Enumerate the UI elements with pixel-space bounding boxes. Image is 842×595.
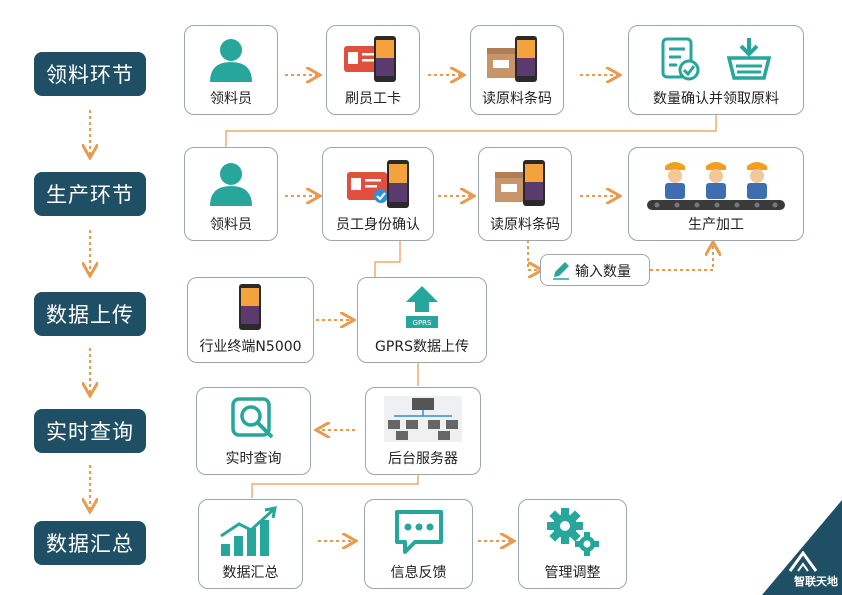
- brand-logo-icon: [788, 551, 818, 572]
- node-label: 领料员: [210, 91, 252, 107]
- flow-arrow: [527, 240, 540, 270]
- phone-icon: [239, 284, 261, 330]
- assembly-line-icon: [647, 162, 785, 210]
- node-label: 员工身份确认: [336, 217, 420, 233]
- link-line: [251, 474, 419, 498]
- node-label: 读原料条码: [490, 217, 560, 233]
- node-label: 刷员工卡: [345, 91, 401, 107]
- node-r2-worker: 领料员: [184, 147, 278, 241]
- flow-arrow: [650, 244, 713, 271]
- node-r2-input: 输入数量: [540, 254, 650, 286]
- node-label: 领料员: [210, 217, 252, 233]
- person-icon: [210, 39, 252, 82]
- stage-production: 生产环节: [34, 172, 146, 216]
- id-verify-icon: [347, 160, 409, 208]
- stage-upload: 数据上传: [34, 292, 146, 336]
- node-label: 行业终端N5000: [199, 339, 302, 355]
- node-r1-card: 刷员工卡: [326, 25, 420, 115]
- node-r5-adjust: 管理调整: [518, 499, 627, 589]
- node-r3-gprs: GPRS GPRS数据上传: [357, 277, 487, 363]
- brand-name: 智联天地: [794, 575, 838, 588]
- chat-bubble-icon: [395, 510, 443, 554]
- node-label: 后台服务器: [388, 451, 458, 467]
- node-r3-terminal: 行业终端N5000: [187, 277, 314, 363]
- node-label: GPRS数据上传: [375, 339, 469, 355]
- gprs-tag: GPRS: [413, 319, 433, 327]
- node-label: 读原料条码: [482, 91, 552, 107]
- search-screen-icon: [231, 397, 274, 439]
- checklist-icon: [661, 37, 700, 81]
- worker-figure: [665, 162, 685, 199]
- bar-chart-icon: [220, 506, 277, 556]
- link-line: [225, 114, 717, 148]
- pencil-icon: [553, 262, 569, 280]
- stage-query: 实时查询: [34, 409, 146, 453]
- upload-icon: GPRS: [406, 286, 438, 328]
- node-r4-server: 后台服务器: [365, 387, 481, 475]
- stage-summary: 数据汇总: [34, 521, 146, 565]
- node-r5-feedback: 信息反馈: [364, 499, 473, 589]
- node-label: 信息反馈: [390, 565, 447, 581]
- node-label: 管理调整: [544, 565, 601, 581]
- node-label: 实时查询: [225, 451, 282, 467]
- id-card-phone-icon: [344, 36, 396, 82]
- server-network-icon: [384, 396, 462, 442]
- node-label: 数据汇总: [222, 565, 279, 581]
- brand-corner: [762, 500, 842, 595]
- node-r2-scan: 读原料条码: [478, 147, 572, 241]
- node-r1-worker: 领料员: [184, 25, 278, 115]
- stage-collect: 领料环节: [34, 52, 146, 96]
- person-icon: [210, 163, 252, 206]
- node-label: 输入数量: [575, 264, 631, 280]
- box-scan-icon: [495, 160, 545, 206]
- node-r1-confirm: 数量确认并领取原料: [628, 25, 804, 115]
- node-r5-summary: 数据汇总: [198, 499, 303, 589]
- box-scan-icon: [487, 36, 537, 82]
- node-r2-identity: 员工身份确认: [322, 147, 434, 241]
- node-r1-scan: 读原料条码: [470, 25, 564, 115]
- basket-download-icon: [727, 38, 771, 80]
- gears-icon: [547, 508, 599, 556]
- worker-figure: [747, 162, 767, 199]
- node-label: 生产加工: [688, 217, 744, 233]
- worker-figure: [706, 162, 726, 199]
- link-line: [374, 240, 401, 278]
- node-r4-query: 实时查询: [196, 387, 311, 475]
- node-r2-production: 生产加工: [628, 147, 804, 241]
- node-label: 数量确认并领取原料: [653, 91, 779, 107]
